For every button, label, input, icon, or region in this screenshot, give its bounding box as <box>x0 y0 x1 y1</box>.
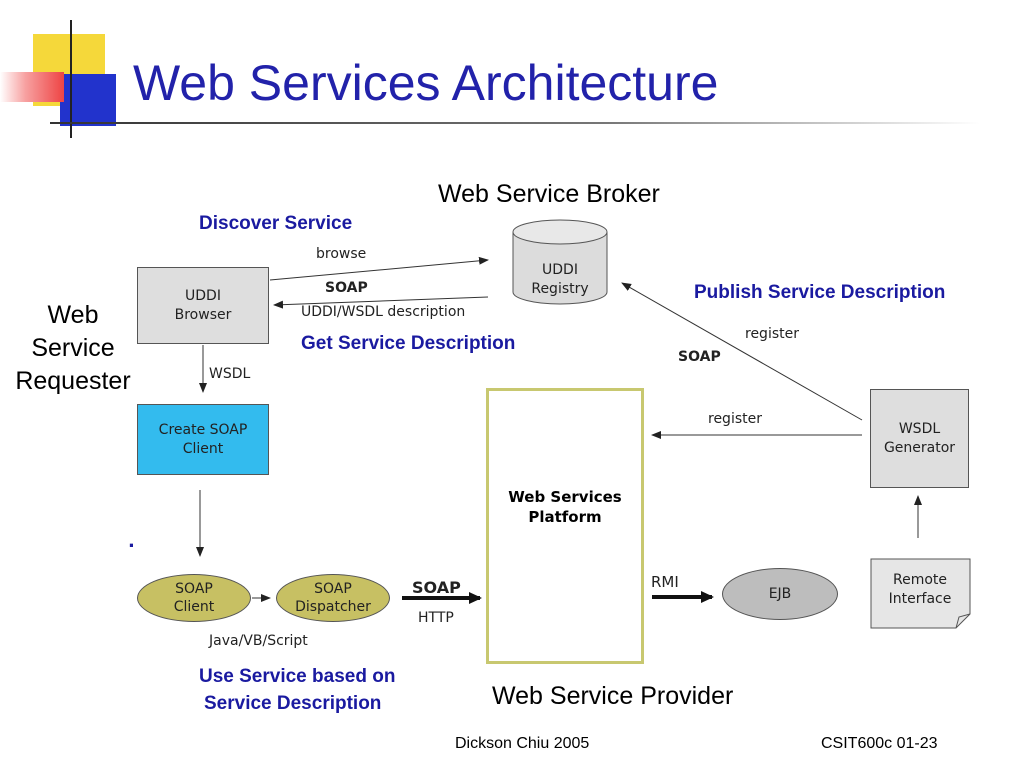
browse-label: browse <box>316 246 367 262</box>
soap-dispatcher-line2: Dispatcher <box>295 599 371 615</box>
uddi-registry-line1: UDDI <box>542 262 578 278</box>
requester-line3: Requester <box>15 367 131 395</box>
page-title: Web Services Architecture <box>133 55 719 111</box>
soap-dispatcher-ellipse: SOAP Dispatcher <box>276 574 390 622</box>
register-diagonal-arrow <box>621 282 863 421</box>
create-soap-line2: Client <box>182 440 224 457</box>
soap-client-line1: SOAP <box>175 581 213 597</box>
platform-label: Web Services Platform <box>489 487 641 527</box>
register-diag-label: register <box>745 326 799 342</box>
use-service-line2: Service Description <box>204 693 382 714</box>
platform-line1: Web Services <box>508 488 622 506</box>
corner-red-bar <box>0 72 64 102</box>
uddi-registry-line2: Registry <box>531 281 589 297</box>
get-service-description-label: Get Service Description <box>301 333 516 354</box>
remote-interface-line1: Remote <box>892 572 948 588</box>
register-horiz-label: register <box>708 411 762 427</box>
java-vb-label: Java/VB/Script <box>209 633 308 649</box>
soap-diag-label: SOAP <box>678 349 721 365</box>
remote-interface-line2: Interface <box>888 591 952 607</box>
soap-client-line2: Client <box>173 599 215 615</box>
soap-dispatcher-line1: SOAP <box>314 581 352 597</box>
soap-top-label: SOAP <box>325 280 368 296</box>
uddi-browser-box: UDDI Browser <box>137 267 269 344</box>
create-soap-client-box: Create SOAP Client <box>137 404 269 475</box>
ejb-ellipse: EJB <box>722 568 838 620</box>
uddi-browser-line1: UDDI <box>185 287 221 304</box>
platform-line2: Platform <box>528 508 602 526</box>
http-label: HTTP <box>418 610 454 626</box>
wsdl-generator-line1: WSDL <box>898 420 941 437</box>
browse-arrow <box>269 256 489 281</box>
corner-vertical-line <box>70 20 72 138</box>
requester-label: Web Service Requester <box>8 299 138 398</box>
title-underline <box>50 122 980 124</box>
soap-bottom-label: SOAP <box>412 578 461 597</box>
web-services-platform-box <box>486 388 644 664</box>
create-soap-line1: Create SOAP <box>158 421 248 438</box>
soap-client-ellipse: SOAP Client <box>137 574 251 622</box>
uddi-wsdl-label: UDDI/WSDL description <box>301 304 466 320</box>
broker-label: Web Service Broker <box>438 180 660 208</box>
use-service-line1: Use Service based on <box>199 666 396 687</box>
requester-line1: Web <box>47 301 99 329</box>
publish-service-description-label: Publish Service Description <box>694 282 946 303</box>
requester-line2: Service <box>31 334 115 362</box>
rmi-label: RMI <box>651 573 679 591</box>
ejb-label: EJB <box>768 586 792 602</box>
remote-interface-box <box>870 558 971 629</box>
wsdl-generator-line2: Generator <box>883 439 956 456</box>
stray-dot: . <box>128 531 135 552</box>
discover-service-label: Discover Service <box>199 213 353 234</box>
soap-return-arrow <box>273 296 489 309</box>
footer-author: Dickson Chiu 2005 <box>455 735 590 752</box>
provider-label: Web Service Provider <box>492 682 734 710</box>
corner-blue-block <box>60 74 116 126</box>
footer-slide-number: CSIT600c 01-23 <box>821 735 938 752</box>
uddi-registry-cylinder <box>512 219 608 305</box>
wsdl-label: WSDL <box>209 366 251 382</box>
wsdl-generator-box: WSDL Generator <box>870 389 969 488</box>
uddi-browser-line2: Browser <box>174 306 232 323</box>
